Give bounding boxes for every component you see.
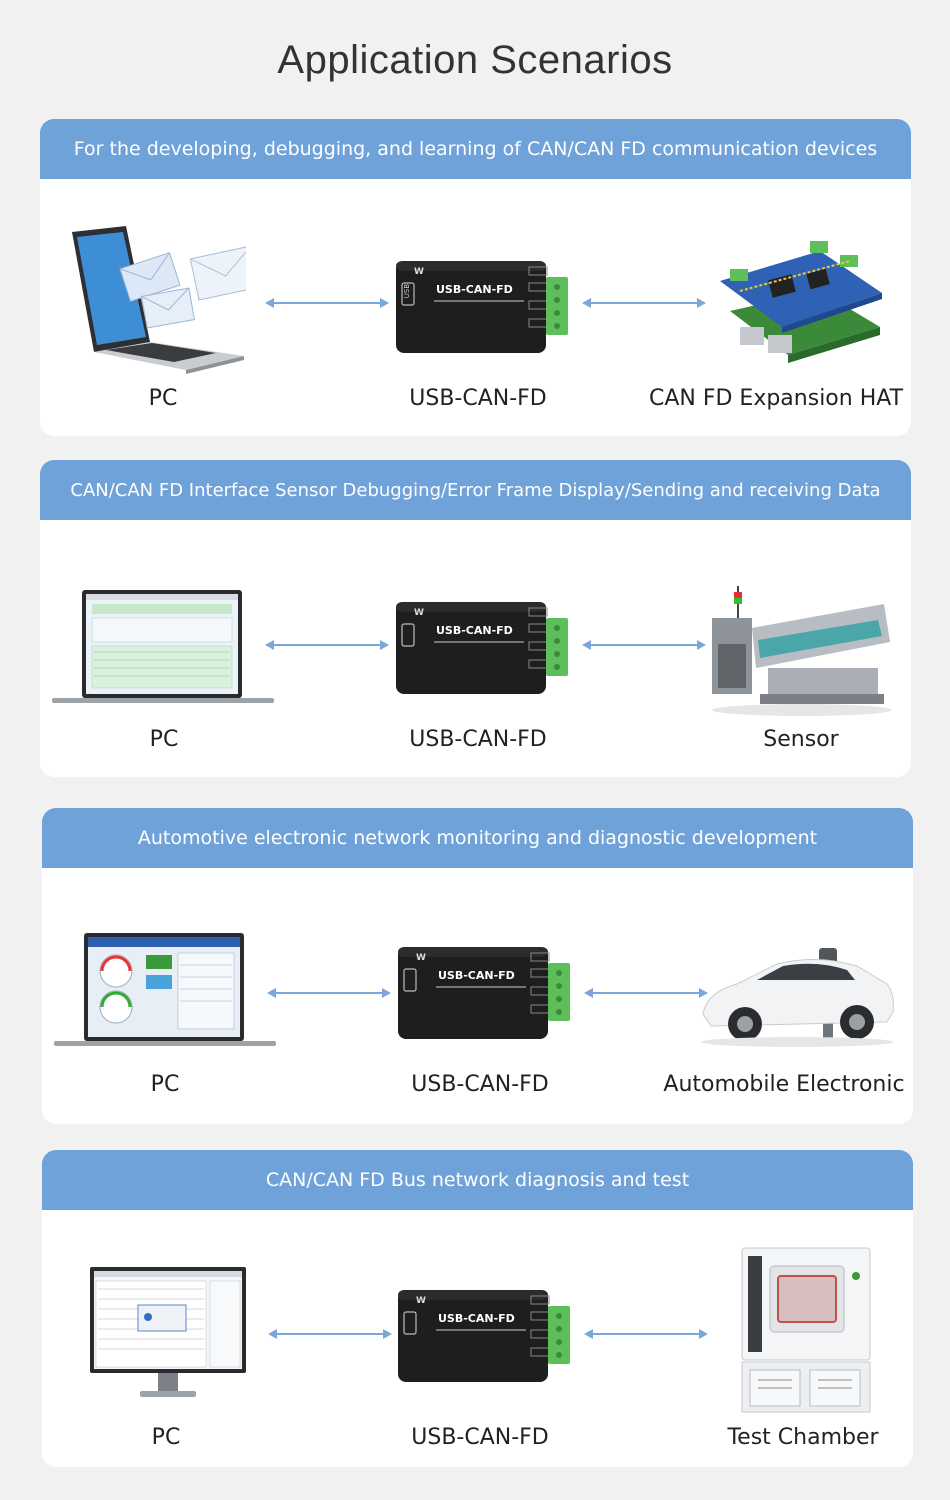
device-image: W: [396, 602, 568, 694]
industrial-machine-icon: [712, 586, 892, 716]
bidirectional-arrow-icon: [584, 988, 708, 998]
device-image: W: [398, 947, 570, 1039]
test-chamber-icon: [741, 1247, 871, 1413]
usb-can-fd-device: W USB-CAN-FD: [396, 943, 578, 1047]
laptop-software-icon: [52, 590, 274, 703]
svg-text:W: W: [416, 953, 426, 963]
svg-text:W: W: [416, 1296, 426, 1306]
electric-car-icon: [701, 948, 894, 1047]
scenario-banner: CAN/CAN FD Bus network diagnosis and tes…: [42, 1150, 913, 1210]
page-title: Application Scenarios: [277, 38, 673, 82]
bidirectional-arrow-icon: [584, 1329, 708, 1339]
usb-can-fd-device: W USB-CAN-FD: [396, 1286, 578, 1390]
scenario-middle-label: USB-CAN-FD: [411, 1425, 549, 1450]
svg-text:W: W: [414, 267, 424, 277]
scenario-banner: Automotive electronic network monitoring…: [42, 808, 913, 868]
monitor-software-icon: [90, 1267, 246, 1397]
scenario-card-2: CAN/CAN FD Interface Sensor Debugging/Er…: [40, 460, 911, 777]
device-name: USB-CAN-FD: [436, 624, 513, 637]
scenario-middle-label: USB-CAN-FD: [411, 1072, 549, 1097]
scenario-right-label: Automobile Electronic: [663, 1072, 905, 1097]
bidirectional-arrow-icon: [267, 988, 391, 998]
scenario-right-label: CAN FD Expansion HAT: [648, 386, 904, 411]
scenario-left-label: PC: [150, 1072, 180, 1097]
laptop-mail-icon: [72, 226, 246, 374]
scenario-card-4: CAN/CAN FD Bus network diagnosis and tes…: [42, 1150, 913, 1467]
device-name: USB-CAN-FD: [438, 969, 515, 982]
scenario-right-label: Sensor: [763, 727, 839, 752]
bidirectional-arrow-icon: [582, 640, 706, 650]
scenario-right-label: Test Chamber: [727, 1425, 879, 1450]
usb-can-fd-device: W USB-CAN-FD USB: [394, 257, 576, 361]
scenario-left-label: PC: [151, 1425, 181, 1450]
bidirectional-arrow-icon: [265, 298, 389, 308]
scenario-middle-label: USB-CAN-FD: [409, 386, 547, 411]
scenario-banner: CAN/CAN FD Interface Sensor Debugging/Er…: [40, 460, 911, 520]
bidirectional-arrow-icon: [268, 1329, 392, 1339]
device-name: USB-CAN-FD: [438, 1312, 515, 1325]
usb-can-fd-device: W USB-CAN-FD: [394, 598, 576, 702]
scenario-left-label: PC: [149, 727, 179, 752]
scenario-card-1: For the developing, debugging, and learn…: [40, 119, 911, 436]
bidirectional-arrow-icon: [582, 298, 706, 308]
scenario-card-3: Automotive electronic network monitoring…: [42, 808, 913, 1124]
raspberry-pi-hat-icon: [720, 241, 882, 363]
svg-text:W: W: [414, 608, 424, 618]
device-image: W: [398, 1290, 570, 1382]
scenario-middle-label: USB-CAN-FD: [409, 727, 547, 752]
device-port-label: USB: [403, 283, 412, 299]
laptop-dashboard-icon: [54, 933, 276, 1046]
scenario-banner: For the developing, debugging, and learn…: [40, 119, 911, 179]
scenario-left-label: PC: [148, 386, 178, 411]
device-image: W: [396, 261, 568, 353]
bidirectional-arrow-icon: [265, 640, 389, 650]
device-name: USB-CAN-FD: [436, 283, 513, 296]
